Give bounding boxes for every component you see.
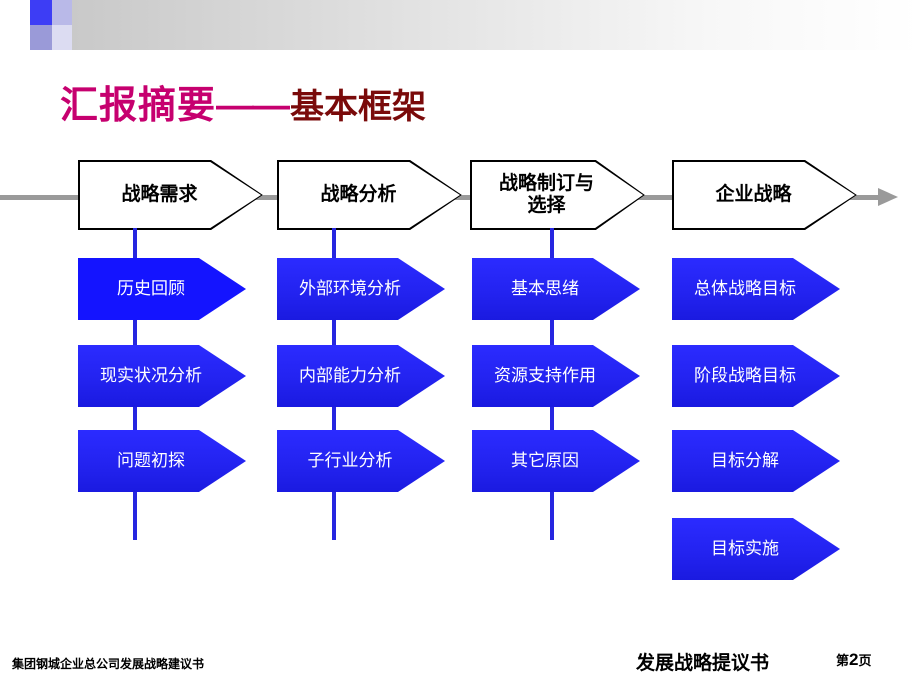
deco-square-1 bbox=[30, 0, 52, 25]
title-sub-text: 基本框架 bbox=[290, 88, 427, 126]
page-prefix: 第 bbox=[836, 653, 850, 668]
stage-item-2-3[interactable]: 子行业分析 bbox=[277, 430, 445, 492]
stage-header-1[interactable]: 战略需求 bbox=[78, 160, 263, 230]
stage-header-3-label: 战略制订与 选择 bbox=[470, 173, 645, 217]
stage-item-1-1-label: 历史回顾 bbox=[117, 279, 185, 299]
stage-header-3[interactable]: 战略制订与 选择 bbox=[470, 160, 645, 230]
page-suffix: 页 bbox=[858, 653, 872, 668]
stage-header-4-label: 企业战略 bbox=[715, 184, 792, 206]
stage-item-3-2[interactable]: 资源支持作用 bbox=[472, 345, 640, 407]
stage-item-1-2[interactable]: 现实状况分析 bbox=[78, 345, 246, 407]
stage-item-1-3-label: 问题初探 bbox=[117, 451, 185, 471]
stage-item-2-1[interactable]: 外部环境分析 bbox=[277, 258, 445, 320]
page-title: 汇报摘要 —— 基本框架 bbox=[60, 74, 426, 129]
stage-item-2-3-label: 子行业分析 bbox=[307, 451, 393, 471]
axis-arrow-head-icon bbox=[878, 188, 898, 206]
stage-header-3-line2: 选择 bbox=[527, 195, 566, 216]
stage-item-3-2-label: 资源支持作用 bbox=[494, 366, 596, 386]
stage-header-4[interactable]: 企业战略 bbox=[672, 160, 857, 230]
deco-square-2 bbox=[52, 0, 72, 25]
stage-item-1-3[interactable]: 问题初探 bbox=[78, 430, 246, 492]
stage-item-4-2[interactable]: 阶段战略目标 bbox=[672, 345, 840, 407]
deco-square-4 bbox=[52, 25, 72, 50]
stage-item-4-1[interactable]: 总体战略目标 bbox=[672, 258, 840, 320]
footer-right-text: 发展战略提议书 bbox=[636, 653, 770, 674]
footer-left-text: 集团钢城企业总公司发展战略建议书 bbox=[12, 657, 205, 671]
stage-item-2-1-label: 外部环境分析 bbox=[299, 279, 401, 299]
stage-item-3-1[interactable]: 基本思绪 bbox=[472, 258, 640, 320]
stage-item-4-3-label: 目标分解 bbox=[711, 451, 779, 471]
stage-item-1-1[interactable]: 历史回顾 bbox=[78, 258, 246, 320]
header-gradient-bar bbox=[72, 0, 920, 50]
corner-decoration bbox=[0, 0, 72, 50]
stage-item-2-2-label: 内部能力分析 bbox=[299, 366, 401, 386]
stage-item-3-1-label: 基本思绪 bbox=[511, 279, 579, 299]
stage-item-4-4[interactable]: 目标实施 bbox=[672, 518, 840, 580]
page-number: 2 bbox=[849, 650, 859, 669]
stage-item-4-3[interactable]: 目标分解 bbox=[672, 430, 840, 492]
stage-item-4-4-label: 目标实施 bbox=[711, 539, 779, 559]
page-indicator: 第2页 bbox=[836, 650, 872, 670]
stage-item-3-3[interactable]: 其它原因 bbox=[472, 430, 640, 492]
stage-item-2-2[interactable]: 内部能力分析 bbox=[277, 345, 445, 407]
stage-header-2-label: 战略分析 bbox=[320, 184, 397, 206]
title-dash: —— bbox=[216, 85, 290, 127]
stage-header-2[interactable]: 战略分析 bbox=[277, 160, 462, 230]
stage-item-4-1-label: 总体战略目标 bbox=[694, 279, 796, 299]
stage-item-3-3-label: 其它原因 bbox=[511, 451, 579, 471]
stage-header-1-label: 战略需求 bbox=[121, 184, 198, 206]
stage-item-4-2-label: 阶段战略目标 bbox=[694, 366, 796, 386]
stage-item-1-2-label: 现实状况分析 bbox=[100, 366, 202, 386]
title-main-text: 汇报摘要 bbox=[60, 85, 217, 127]
stage-header-3-line1: 战略制订与 bbox=[498, 173, 594, 195]
deco-square-3 bbox=[30, 25, 52, 50]
